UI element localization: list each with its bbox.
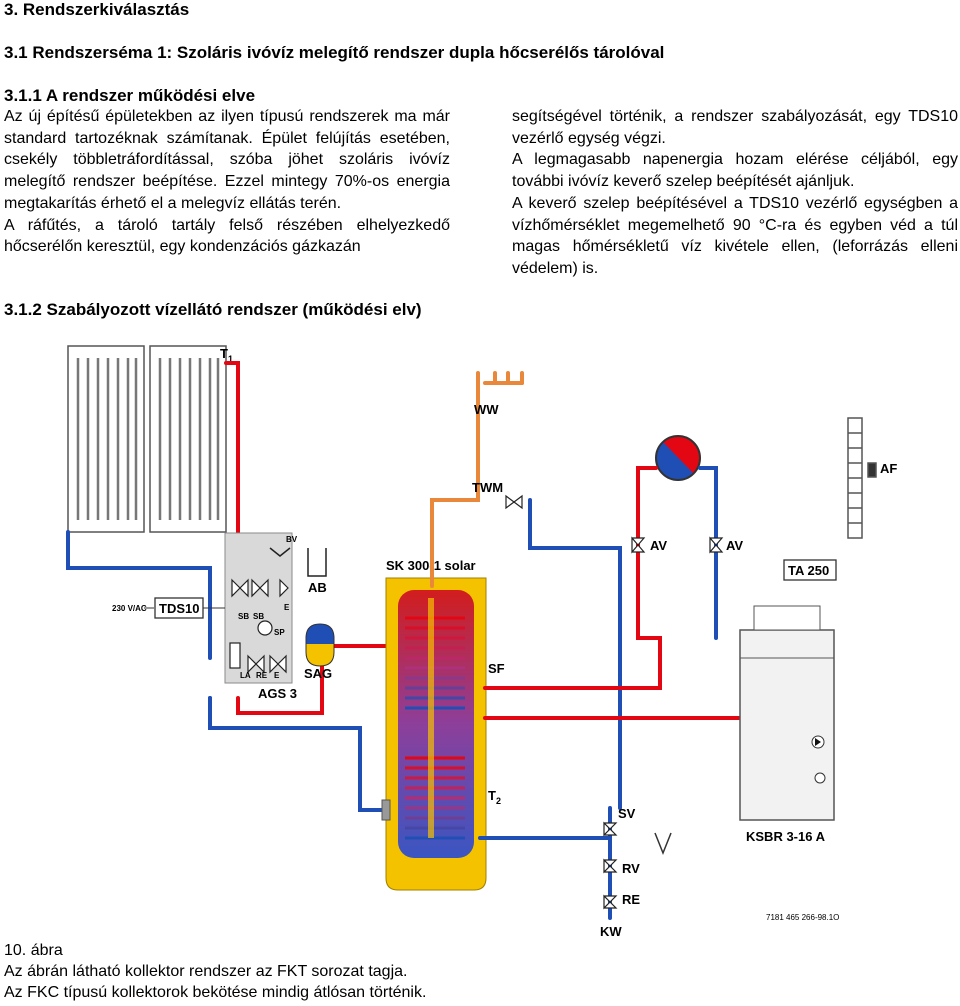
ksbr-boiler: [739, 605, 835, 821]
label-bv: BV: [286, 535, 298, 544]
label-sp: SP: [274, 628, 285, 637]
paragraph: segítségével történik, a rendszer szabál…: [512, 108, 958, 147]
label-t1: T: [220, 346, 228, 361]
ags3-station: [224, 532, 293, 684]
label-sb-1: SB: [238, 612, 249, 621]
ab-container: [307, 548, 327, 577]
label-ta250: TA 250: [788, 563, 829, 578]
av-valves: [631, 536, 724, 554]
radiator-circle: [655, 435, 701, 481]
caption-line-2: Az FKC típusú kollektorok bekötése mindi…: [4, 984, 427, 1001]
label-tds10: TDS10: [159, 601, 199, 616]
label-sf: SF: [488, 661, 505, 676]
figure-reference-code: 7181 465 266-98.1O: [766, 913, 839, 922]
label-av-1: AV: [650, 538, 667, 553]
heading-section-3-1-2: 3.1.2 Szabályozott vízellátó rendszer (m…: [4, 300, 422, 319]
label-ksbr: KSBR 3-16 A: [746, 829, 826, 844]
label-sb-2: SB: [253, 612, 264, 621]
label-t2: T: [488, 788, 496, 803]
storage-tank: [381, 577, 487, 891]
ta250-controller: [783, 559, 837, 581]
right-text-column: segítségével történik, a rendszer szabál…: [512, 106, 958, 280]
sag-expansion-vessel: [305, 623, 335, 667]
caption-line-1: Az ábrán látható kollektor rendszer az F…: [4, 963, 408, 980]
label-ags3: AGS 3: [258, 686, 297, 701]
figure-number: 10. ábra: [4, 942, 63, 959]
label-e-small: E: [274, 671, 280, 680]
label-la: LA: [240, 671, 251, 680]
heading-section-3-1: 3.1 Rendszerséma 1: Szoláris ivóvíz mele…: [4, 43, 665, 62]
label-kw: KW: [600, 924, 622, 939]
label-t1-sub: 1: [228, 354, 233, 364]
heading-section-3-1-1: 3.1.1 A rendszer működési elve: [4, 86, 256, 105]
label-sag: SAG: [304, 666, 332, 681]
label-sv: SV: [618, 806, 636, 821]
outside-sensor: [847, 417, 877, 539]
label-t2-sub: 2: [496, 796, 501, 806]
paragraph: A keverő szelep beépítésével a TDS10 vez…: [512, 194, 958, 277]
paragraph: Az új építésű épületekben az ilyen típus…: [4, 108, 450, 212]
left-text-column: Az új építésű épületekben az ilyen típus…: [4, 106, 450, 258]
system-schematic: T 1 BV SB SB SP LA RE E E AGS 3 AB: [66, 345, 897, 939]
heading-section-3: 3. Rendszerkiválasztás: [4, 0, 190, 19]
solar-collector: [67, 345, 227, 533]
kw-valves: [603, 821, 618, 910]
solar-return-pipe: [66, 530, 212, 630]
label-af: AF: [880, 461, 897, 476]
label-230vac: 230 V/AC: [112, 604, 147, 613]
paragraph: A ráfűtés, a tároló tartály felső részéb…: [4, 216, 450, 256]
label-e-small-2: E: [284, 603, 290, 612]
label-ab: AB: [308, 580, 327, 595]
label-twm: TWM: [472, 480, 503, 495]
label-ww: WW: [474, 402, 499, 417]
twm-mixing-valve: [505, 494, 523, 510]
label-rv: RV: [622, 861, 640, 876]
label-av-2: AV: [726, 538, 743, 553]
label-re-small: RE: [256, 671, 268, 680]
paragraph: A legmagasabb napenergia hozam elérése c…: [512, 151, 958, 191]
label-re: RE: [622, 892, 640, 907]
hot-water-pipe: [476, 381, 524, 490]
